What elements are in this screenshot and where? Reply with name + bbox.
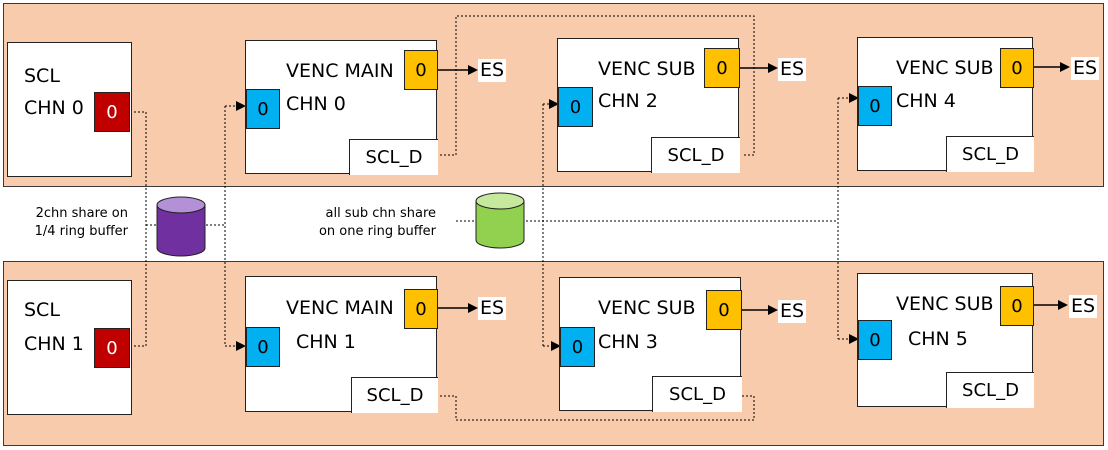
- venc-title: VENC SUB: [598, 297, 696, 319]
- es-output-label: ES: [1071, 57, 1100, 80]
- es-output-label: ES: [778, 58, 807, 81]
- venc-input-port: 0: [246, 89, 280, 129]
- venc-sub-chn5-box: VENC SUB CHN 5 0 0 SCL_D: [857, 273, 1034, 408]
- venc-main-chn1-box: VENC MAIN CHN 1 0 0 SCL_D: [245, 276, 438, 413]
- venc-sub-chn4-box: VENC SUB CHN 4 0 0 SCL_D: [857, 37, 1034, 172]
- es-output-label: ES: [1069, 295, 1098, 318]
- scl-d-label: SCL_D: [946, 136, 1034, 172]
- venc-sub-chn2-box: VENC SUB CHN 2 0 0 SCL_D: [557, 38, 740, 173]
- venc-chn-label: CHN 1: [296, 331, 356, 353]
- venc-output-port: 0: [1000, 286, 1034, 326]
- scl-title: SCL: [24, 299, 60, 321]
- scl-title: SCL: [24, 65, 60, 87]
- venc-input-port: 0: [858, 320, 892, 360]
- scl-d-label: SCL_D: [349, 139, 438, 175]
- venc-chn-label: CHN 3: [598, 331, 658, 353]
- venc-sub-chn3-box: VENC SUB CHN 3 0 0 SCL_D: [559, 277, 742, 412]
- scl-d-label: SCL_D: [651, 137, 740, 173]
- venc-output-port: 0: [404, 289, 438, 329]
- scl-d-label: SCL_D: [351, 377, 438, 413]
- venc-title: VENC SUB: [598, 58, 696, 80]
- venc-title: VENC MAIN: [286, 297, 394, 319]
- venc-input-port: 0: [558, 87, 593, 127]
- note-line: 2chn share on: [35, 206, 128, 221]
- venc-title: VENC MAIN: [286, 60, 394, 82]
- venc-input-port: 0: [246, 327, 280, 367]
- green-ring-buffer-icon: [475, 192, 525, 249]
- scl-output-port: 0: [94, 92, 130, 132]
- venc-chn-label: CHN 0: [286, 93, 346, 115]
- scl-chn1-box: SCL CHN 1 0: [7, 280, 132, 415]
- venc-output-port: 0: [1000, 48, 1034, 88]
- es-output-label: ES: [478, 297, 507, 320]
- ring-buffer-note-mid: all sub chn share on one ring buffer: [296, 205, 436, 240]
- scl-chn-label: CHN 1: [24, 333, 84, 355]
- venc-main-chn0-box: VENC MAIN CHN 0 0 0 SCL_D: [245, 40, 438, 175]
- venc-output-port: 0: [706, 290, 742, 330]
- scl-d-label: SCL_D: [652, 376, 742, 412]
- venc-input-port: 0: [858, 86, 892, 126]
- purple-ring-buffer-icon: [156, 196, 206, 257]
- ring-buffer-note-left: 2chn share on 1/4 ring buffer: [12, 205, 128, 240]
- scl-chn-label: CHN 0: [24, 97, 84, 119]
- es-output-label: ES: [778, 300, 807, 323]
- venc-title: VENC SUB: [896, 293, 994, 315]
- note-line: on one ring buffer: [318, 223, 436, 239]
- venc-chn-label: CHN 2: [598, 90, 658, 112]
- scl-output-port: 0: [94, 328, 130, 368]
- venc-chn-label: CHN 4: [896, 90, 956, 112]
- venc-output-port: 0: [704, 48, 740, 88]
- venc-output-port: 0: [404, 50, 438, 90]
- es-output-label: ES: [478, 59, 507, 82]
- venc-input-port: 0: [560, 327, 595, 367]
- venc-title: VENC SUB: [896, 57, 994, 79]
- scl-chn0-box: SCL CHN 0 0: [7, 42, 132, 177]
- note-line: 1/4 ring buffer: [34, 223, 128, 239]
- note-line: all sub chn share: [325, 206, 436, 221]
- venc-chn-label: CHN 5: [908, 328, 968, 350]
- scl-d-label: SCL_D: [946, 372, 1034, 408]
